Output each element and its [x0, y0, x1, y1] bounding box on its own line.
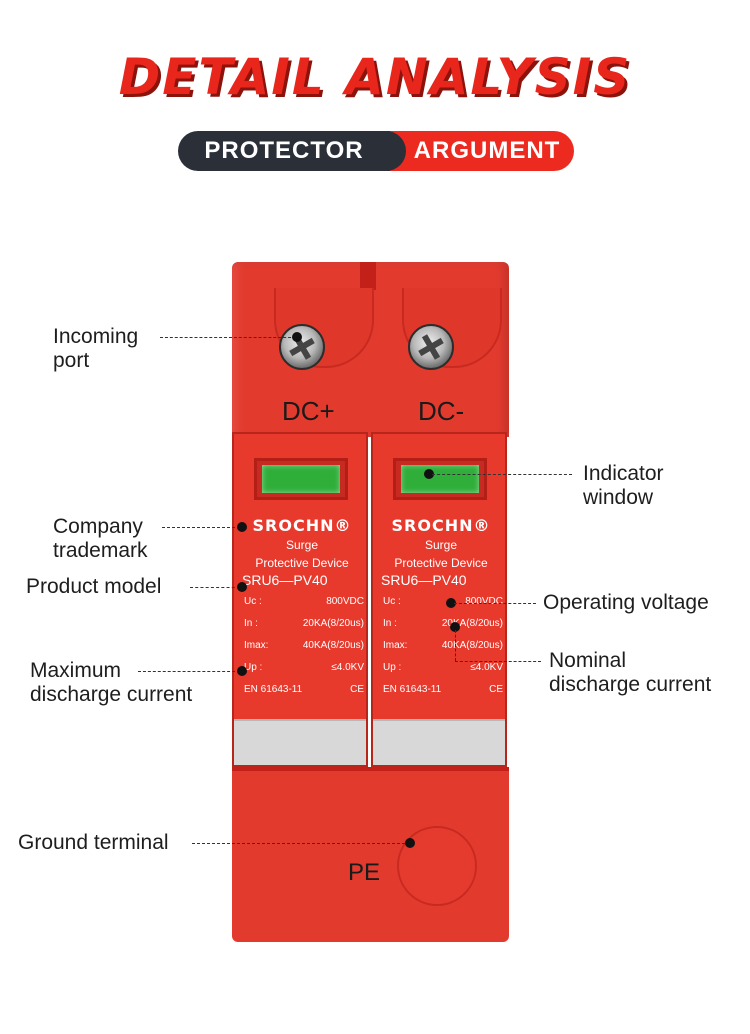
spec-value: 20KA(8/20us) — [302, 618, 364, 629]
spec-uc-left: Uc : 800VDC — [244, 596, 364, 607]
brand-logo-left: SROCHN® — [252, 516, 352, 535]
tab-argument: ARGUMENT — [390, 131, 574, 171]
annotation-nominal-discharge: Nominal discharge current — [549, 649, 711, 697]
spec-in-left: In : 20KA(8/20us) — [244, 618, 364, 629]
grey-band-right — [373, 719, 505, 765]
annotation-line: port — [53, 349, 90, 372]
module-line2-left: Protective Device — [255, 556, 349, 570]
section-tabs: PROTECTOR ARGUMENT — [178, 131, 574, 171]
spec-value: 20KA(8/20us) — [441, 618, 503, 629]
indicator-window-right — [393, 458, 487, 500]
ce-mark-icon: CE — [350, 684, 364, 695]
leader-nominal-discharge-vertical — [455, 630, 456, 661]
spec-value: ≤4.0KV — [470, 662, 503, 673]
indicator-green-left — [262, 465, 340, 493]
annotation-line: Incoming — [53, 325, 139, 348]
spec-value: ≤4.0KV — [331, 662, 364, 673]
spec-key: Imax: — [244, 640, 269, 651]
leader-operating-voltage — [454, 603, 536, 604]
device-top-housing: DC+ DC- — [232, 262, 509, 437]
standard-text: EN 61643-11 — [383, 684, 442, 695]
spec-imax-right: Imax: 40KA(8/20us) — [383, 640, 503, 651]
marker-dot-icon — [237, 666, 247, 676]
leader-indicator-window — [432, 474, 572, 475]
annotation-line: Nominal — [549, 649, 627, 672]
standard-right: EN 61643-11 CE — [383, 684, 503, 695]
tab-argument-label: ARGUMENT — [413, 137, 561, 164]
ce-mark-icon: CE — [489, 684, 503, 695]
spec-value: 40KA(8/20us) — [302, 640, 364, 651]
annotation-line: discharge current — [30, 683, 193, 706]
top-notch — [360, 262, 376, 290]
marker-dot-icon — [450, 622, 460, 632]
annotation-product-model: Product model — [26, 575, 162, 598]
surge-protector-device: DC+ DC- SROCHN® Surge Protective Device … — [232, 262, 509, 942]
spec-up-right: Up : ≤4.0KV — [383, 662, 503, 673]
standard-text: EN 61643-11 — [244, 684, 303, 695]
spec-value: 800VDC — [465, 596, 503, 607]
product-model-left: SRU6—PV40 — [242, 572, 328, 588]
annotation-company-trademark: Company trademark — [53, 515, 148, 563]
spec-key: In : — [244, 618, 258, 629]
page-title: DETAIL ANALYSIS — [118, 48, 632, 106]
annotation-line: window — [583, 486, 654, 509]
terminal-screw-left-icon — [279, 324, 325, 370]
terminal-label-dc-plus: DC+ — [282, 396, 335, 426]
spec-value: 800VDC — [326, 596, 364, 607]
marker-dot-icon — [237, 522, 247, 532]
device-bottom-housing: PE — [232, 767, 509, 942]
annotation-incoming-port: Incoming port — [53, 325, 138, 373]
spec-in-right: In : 20KA(8/20us) — [383, 618, 503, 629]
terminal-screw-right-icon — [408, 324, 454, 370]
standard-left: EN 61643-11 CE — [244, 684, 364, 695]
marker-dot-icon — [446, 598, 456, 608]
grey-band-left — [234, 719, 366, 765]
spec-key: Uc : — [383, 596, 401, 607]
annotation-indicator-window: Indicator window — [583, 462, 664, 510]
spec-imax-left: Imax: 40KA(8/20us) — [244, 640, 364, 651]
marker-dot-icon — [292, 332, 302, 342]
spec-uc-right: Uc : 800VDC — [383, 596, 503, 607]
spec-key: In : — [383, 618, 397, 629]
indicator-green-right — [401, 465, 479, 493]
annotation-line: trademark — [53, 539, 148, 562]
product-model-right: SRU6—PV40 — [381, 572, 467, 588]
spec-key: Imax: — [383, 640, 408, 651]
leader-product-model — [190, 587, 240, 588]
module-line2-right: Protective Device — [394, 556, 488, 570]
annotation-line: Indicator — [583, 462, 664, 485]
annotation-line: Company — [53, 515, 143, 538]
terminal-label-dc-minus: DC- — [418, 396, 465, 426]
marker-dot-icon — [237, 582, 247, 592]
spec-value: 40KA(8/20us) — [441, 640, 503, 651]
leader-company-trademark — [162, 527, 240, 528]
module-left: SROCHN® Surge Protective Device SRU6—PV4… — [232, 432, 368, 767]
brand-logo-right: SROCHN® — [391, 516, 491, 535]
spec-key: Up : — [383, 662, 402, 673]
spec-key: Up : — [244, 662, 263, 673]
leader-nominal-discharge — [455, 661, 541, 662]
indicator-window-left — [254, 458, 348, 500]
annotation-line: discharge current — [549, 673, 712, 696]
leader-max-discharge — [138, 671, 240, 672]
marker-dot-icon — [424, 469, 434, 479]
annotation-operating-voltage: Operating voltage — [543, 591, 709, 614]
module-line1-left: Surge — [285, 538, 319, 552]
module-line1-right: Surge — [424, 538, 458, 552]
annotation-line: Maximum — [30, 659, 122, 682]
marker-dot-icon — [405, 838, 415, 848]
ground-label: PE — [348, 859, 381, 886]
annotation-max-discharge: Maximum discharge current — [30, 659, 192, 707]
leader-ground-terminal — [192, 843, 410, 844]
annotation-ground-terminal: Ground terminal — [18, 831, 169, 854]
spec-up-left: Up : ≤4.0KV — [244, 662, 364, 673]
tab-protector-label: PROTECTOR — [204, 137, 364, 164]
tab-protector: PROTECTOR — [178, 131, 406, 171]
spec-key: Uc : — [244, 596, 262, 607]
leader-incoming-port — [160, 337, 296, 338]
module-right: SROCHN® Surge Protective Device SRU6—PV4… — [371, 432, 507, 767]
